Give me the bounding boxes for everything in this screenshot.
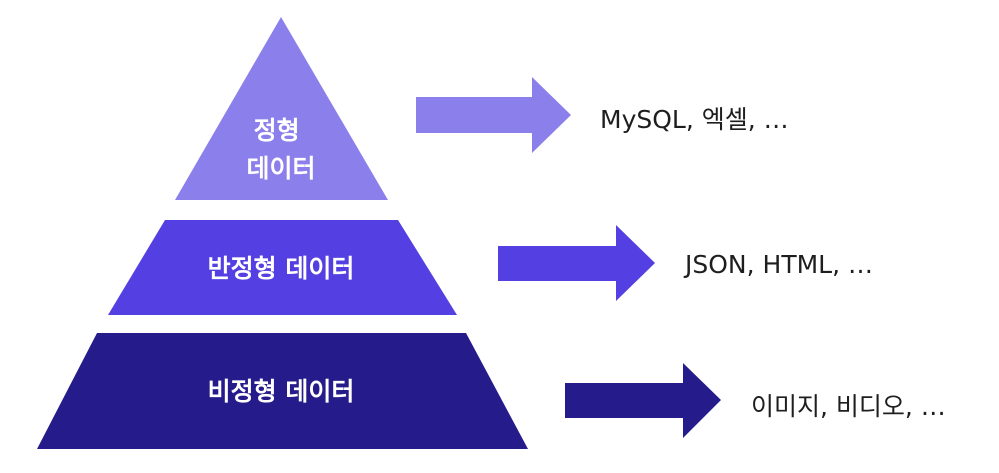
arrow-right-icon [416,77,571,153]
tier-label-structured: 정형 데이터 [246,116,315,183]
arrow-right-icon [565,363,721,438]
pyramid-tier-bottom [37,333,528,449]
tier-label-line: 비정형 데이터 [208,377,355,406]
tier-label-unstructured: 비정형 데이터 [208,377,355,406]
tier-label-line: 정형 [254,116,300,145]
examples-unstructured: 이미지, 비디오, … [751,392,946,421]
tier-label-line: 데이터 [246,154,315,183]
examples-structured: MySQL, 엑셀, … [600,105,789,134]
tier-label-semi-structured: 반정형 데이터 [208,254,355,283]
examples-semi-structured: JSON, HTML, … [685,250,873,279]
pyramid-tier-top [175,17,388,200]
tier-label-line: 반정형 데이터 [208,254,355,283]
pyramid-tier-middle [108,220,457,315]
arrow-right-icon [498,225,655,301]
